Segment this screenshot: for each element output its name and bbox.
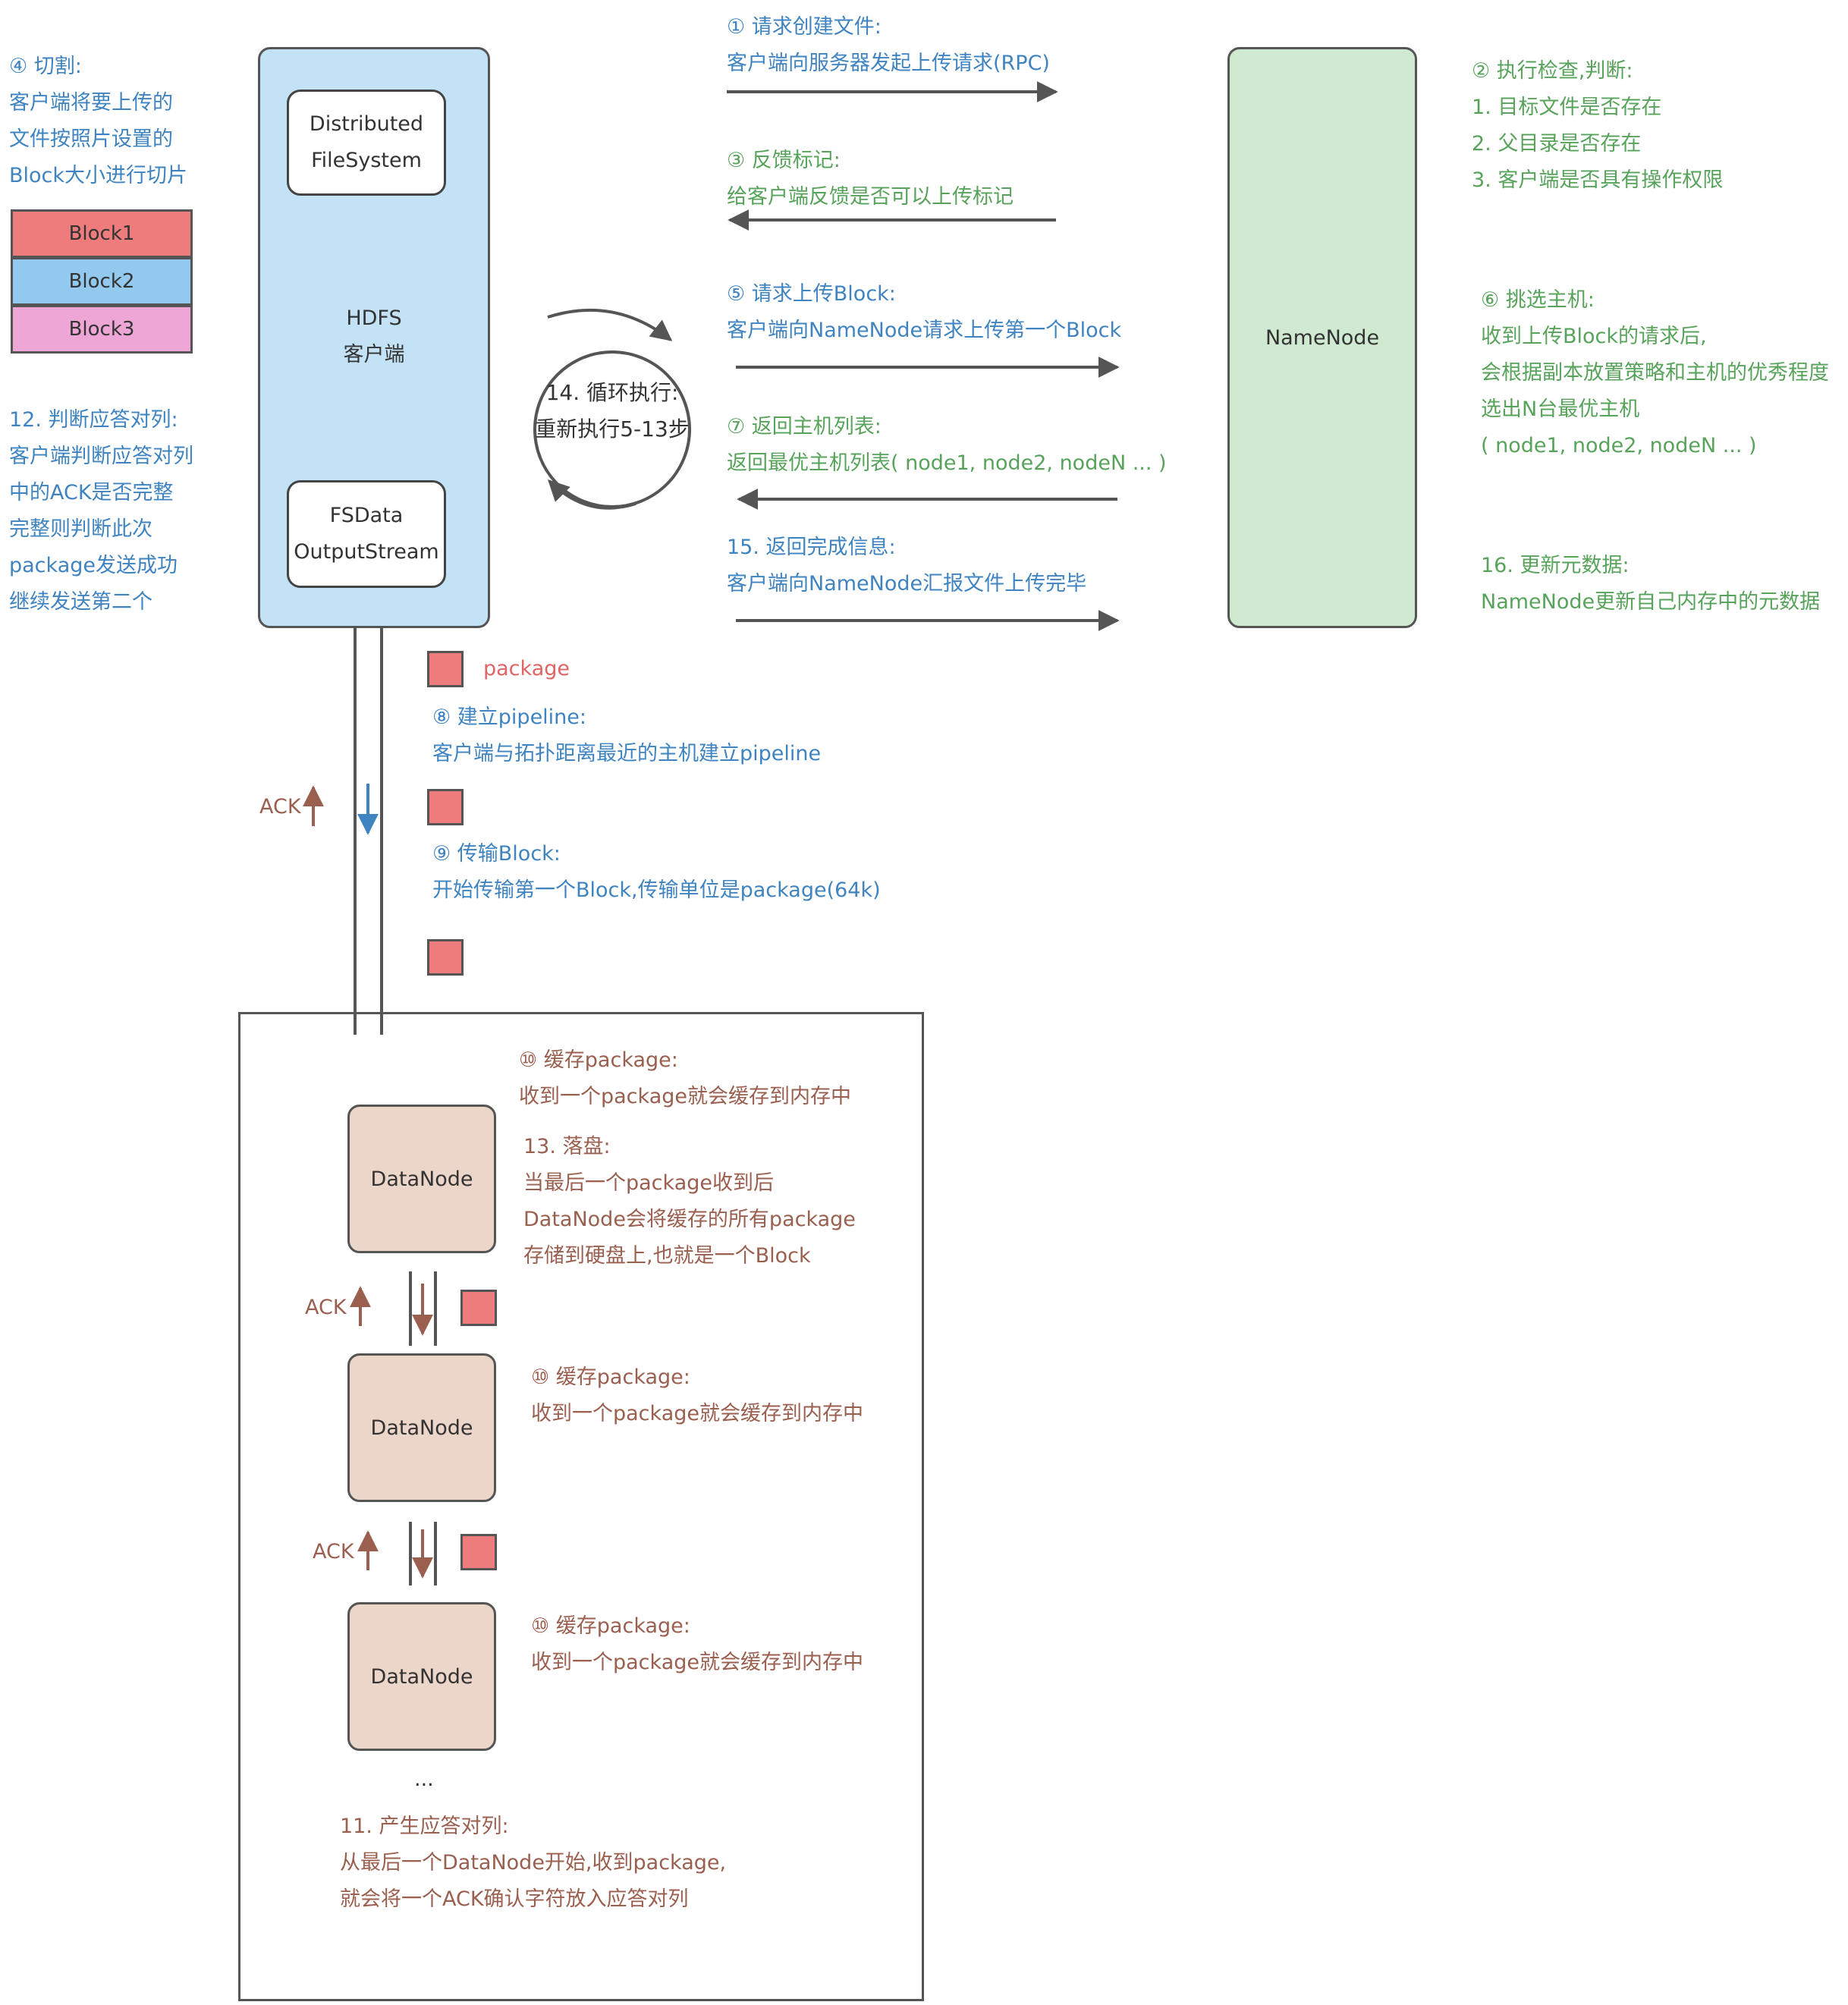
package-square-2	[427, 789, 464, 825]
cache-note-3: ⑩ 缓存package:收到一个package就会缓存到内存中	[531, 1614, 863, 1674]
datanode-2: DataNode	[347, 1353, 496, 1502]
hdfs-client-title: HDFS 客户端	[343, 306, 405, 366]
cache-note-2: ⑩ 缓存package:收到一个package就会缓存到内存中	[531, 1365, 863, 1425]
fsdata-line-1: FSData	[329, 504, 404, 527]
cache-note-1: ⑩ 缓存package:收到一个package就会缓存到内存中	[519, 1048, 851, 1108]
package-square-1	[427, 651, 464, 687]
datanode-1: DataNode	[347, 1105, 496, 1253]
loop-arrow-bottom	[548, 479, 636, 510]
step6-note: ⑥ 挑选主机:收到上传Block的请求后, 会根据副本放置策略和主机的优秀程度选…	[1481, 288, 1829, 457]
step15-note: 15. 返回完成信息:客户端向NameNode汇报文件上传完毕	[727, 536, 1087, 596]
ack-queue-note: 11. 产生应答对列:从最后一个DataNode开始,收到package, 就会…	[340, 1815, 727, 1911]
step16-note: 16. 更新元数据:NameNode更新自己内存中的元数据	[1481, 554, 1821, 614]
fsdata-line-2: OutputStream	[294, 540, 439, 564]
distributed-filesystem-box: Distributed FileSystem	[287, 90, 446, 196]
dfs-line-1: Distributed	[309, 112, 424, 136]
loop-arrow-top	[547, 308, 673, 341]
datanode-3: DataNode	[347, 1602, 496, 1751]
package-square-dn23	[460, 1534, 497, 1570]
fsdata-outputstream-box: FSData OutputStream	[287, 480, 446, 588]
ack-label-dn12: ACK	[305, 1296, 347, 1319]
package-square-3	[427, 939, 464, 976]
step1-note: ① 请求创建文件:客户端向服务器发起上传请求(RPC)	[727, 15, 1050, 75]
ellipsis: ...	[414, 1768, 434, 1791]
judge-ack-note: 12. 判断应答对列:客户端判断应答对列 中的ACK是否完整完整则判断此次 pa…	[9, 408, 193, 614]
block1: Block1	[11, 209, 193, 258]
package-label: package	[483, 657, 570, 680]
pipeline-note: ⑧ 建立pipeline:客户端与拓扑距离最近的主机建立pipeline	[432, 706, 822, 765]
ack-label-dn23: ACK	[313, 1540, 354, 1563]
block3: Block3	[11, 305, 193, 354]
loop-note: 14. 循环执行:重新执行5-13步	[535, 380, 690, 442]
namenode-box: NameNode	[1227, 47, 1417, 628]
block2: Block2	[11, 257, 193, 306]
transfer-note: ⑨ 传输Block:开始传输第一个Block,传输单位是package(64k)	[432, 842, 881, 902]
package-square-dn12	[460, 1290, 497, 1326]
step7-note: ⑦ 返回主机列表:返回最优主机列表( node1, node2, nodeN .…	[727, 415, 1167, 475]
flush-note: 13. 落盘:当最后一个package收到后 DataNode会将缓存的所有pa…	[523, 1135, 856, 1268]
step3-note: ③ 反馈标记:给客户端反馈是否可以上传标记	[727, 149, 1014, 209]
datanode-cluster-box	[238, 1012, 924, 2001]
step5-note: ⑤ 请求上传Block:客户端向NameNode请求上传第一个Block	[727, 282, 1122, 342]
dfs-line-2: FileSystem	[311, 149, 422, 172]
namenode-label: NameNode	[1265, 325, 1380, 350]
ack-label-client: ACK	[259, 795, 301, 819]
